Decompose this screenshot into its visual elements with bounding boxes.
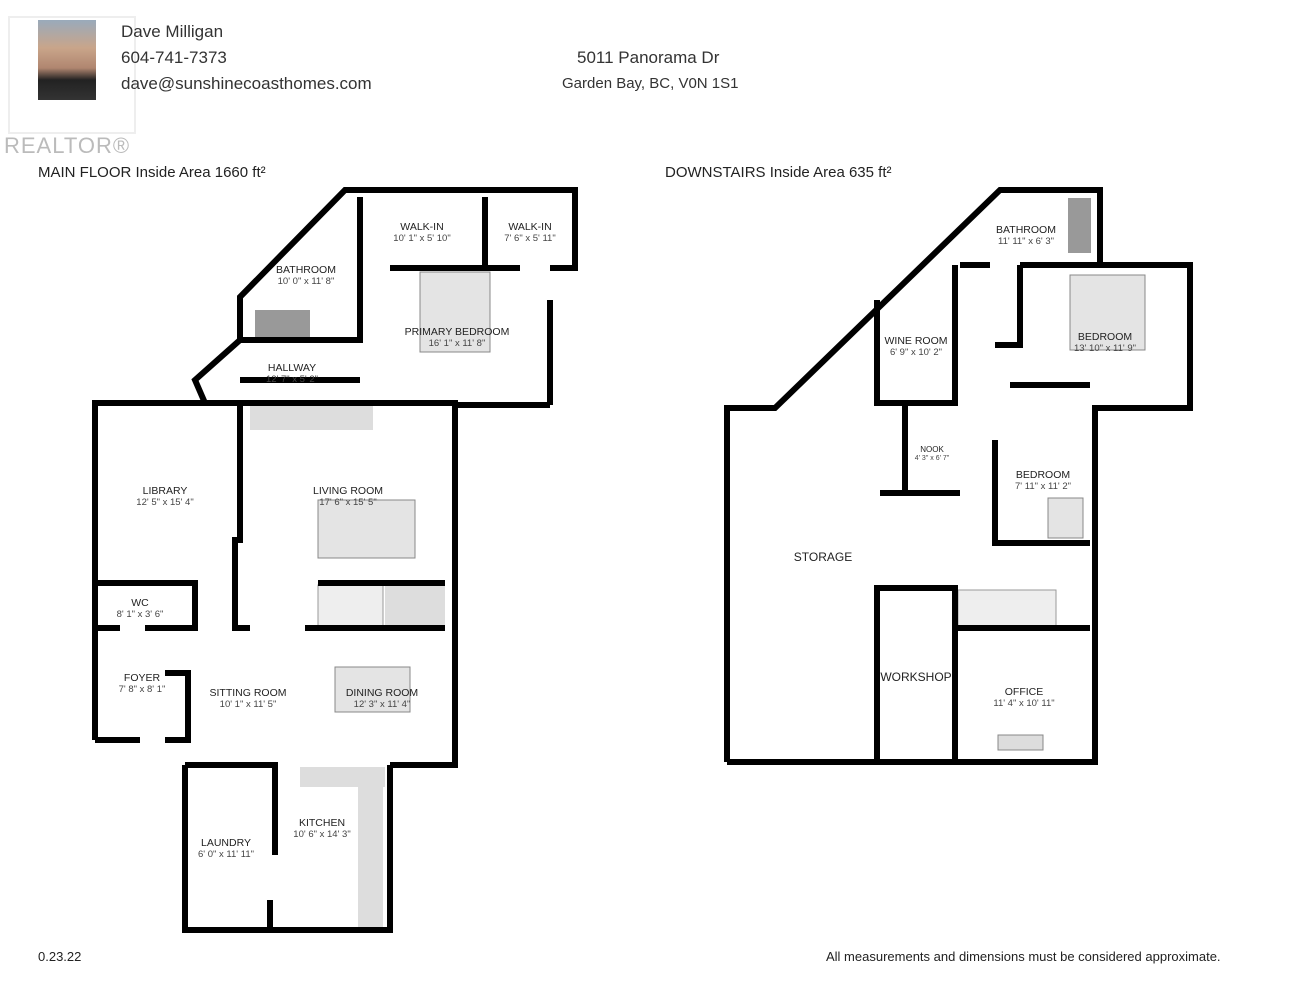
- room-name: LIBRARY: [142, 485, 188, 497]
- address-line2: Garden Bay, BC, V0N 1S1: [562, 75, 739, 92]
- room-dimensions: 8' 1" x 3' 6": [116, 608, 164, 620]
- downstairs-title: DOWNSTAIRS: [665, 164, 766, 181]
- room-name: OFFICE: [1004, 686, 1044, 698]
- room-workshop: WORKSHOP: [880, 670, 952, 684]
- disclaimer: All measurements and dimensions must be …: [826, 949, 1221, 964]
- room-name: WALK-IN: [508, 221, 552, 233]
- main-floor-area: Inside Area 1660 ft²: [135, 164, 266, 181]
- room-name: BATHROOM: [996, 224, 1056, 236]
- fixtures: [250, 198, 1146, 927]
- room-name: BEDROOM: [1077, 331, 1133, 343]
- room-name: FOYER: [123, 672, 161, 684]
- main-floor-title: MAIN FLOOR: [38, 164, 132, 181]
- room-dimensions: 7' 11" x 11' 2": [1015, 480, 1071, 492]
- room-name: BATHROOM: [276, 264, 336, 276]
- room-dimensions: 13' 10" x 11' 9": [1074, 342, 1136, 354]
- main-floor-heading: MAIN FLOOR Inside Area 1660 ft²: [38, 164, 266, 181]
- room-dimensions: 17' 6" x 15' 5": [319, 496, 377, 508]
- room-dimensions: 10' 1" x 11' 5": [219, 698, 277, 710]
- room-name: LAUNDRY: [200, 837, 251, 849]
- room-dimensions: 7' 6" x 5' 11": [504, 232, 556, 244]
- room-dimensions: 4' 3" x 6' 7": [914, 454, 950, 462]
- room-dimensions: 7' 8" x 8' 1": [118, 683, 166, 695]
- room-name: WALK-IN: [400, 221, 444, 233]
- room-name: SITTING ROOM: [209, 687, 287, 699]
- room-name: NOOK: [920, 445, 944, 454]
- downstairs-area: Inside Area 635 ft²: [769, 164, 892, 181]
- main-floor-walls: [92, 187, 578, 933]
- room-dimensions: 10' 6" x 14' 3": [293, 828, 351, 840]
- room-dimensions: 11' 11" x 6' 3": [998, 235, 1054, 247]
- room-dimensions: 10' 0" x 11' 8": [277, 275, 335, 287]
- room-dimensions: 16' 1" x 11' 8": [428, 337, 486, 349]
- agent-phone: 604-741-7373: [121, 48, 227, 67]
- downstairs-walls: [724, 187, 1193, 765]
- room-name: DINING ROOM: [345, 687, 419, 699]
- agent-name: Dave Milligan: [121, 22, 224, 41]
- realtor-logo: [8, 16, 136, 134]
- room-storage: STORAGE: [793, 550, 853, 564]
- room-name: BEDROOM: [1015, 469, 1071, 481]
- room-name: WINE ROOM: [884, 335, 948, 347]
- address-line1: 5011 Panorama Dr: [577, 48, 720, 67]
- room-name: LIVING ROOM: [312, 485, 384, 497]
- room-dimensions: 12' 5" x 15' 4": [136, 496, 194, 508]
- room-name: PRIMARY BEDROOM: [404, 326, 510, 338]
- agent-email: dave@sunshinecoasthomes.com: [121, 74, 372, 93]
- room-dimensions: 10' 1" x 5' 10": [393, 232, 451, 244]
- room-name: KITCHEN: [298, 817, 346, 829]
- room-name: WC: [131, 597, 149, 609]
- version-label: 0.23.22: [38, 949, 82, 964]
- downstairs-heading: DOWNSTAIRS Inside Area 635 ft²: [665, 164, 891, 181]
- room-dimensions: 6' 9" x 10' 2": [889, 346, 943, 358]
- room-dimensions: 6' 0" x 11' 11": [198, 848, 254, 860]
- room-dimensions: 12' 3" x 11' 4": [353, 698, 411, 710]
- room-dimensions: 11' 4" x 10' 11": [993, 697, 1055, 709]
- agent-photo: [38, 20, 96, 100]
- realtor-logo-text: REALTOR®: [4, 133, 131, 158]
- room-dimensions: 12' 7" x 5' 2": [265, 373, 319, 385]
- room-name: HALLWAY: [267, 362, 317, 374]
